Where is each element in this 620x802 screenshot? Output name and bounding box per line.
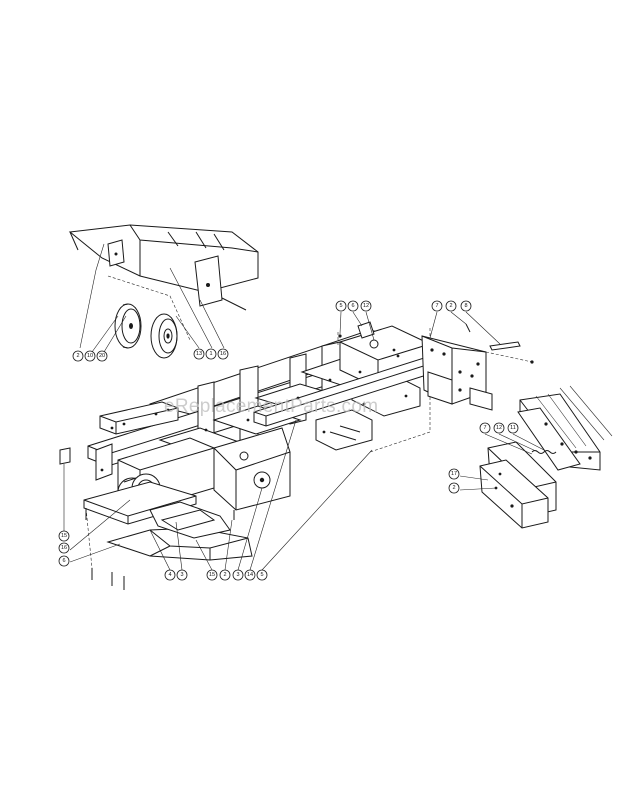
callout-3b[interactable]: 3 [232,569,244,581]
svg-text:8: 8 [464,303,467,309]
svg-text:4: 4 [168,572,171,578]
svg-text:16: 16 [61,545,67,551]
callout-7[interactable]: 7 [431,300,443,312]
callout-5[interactable]: 5 [256,569,268,581]
svg-text:2: 2 [223,572,226,578]
callout-5[interactable]: 5 [335,300,347,312]
callout-7[interactable]: 7 [479,422,491,434]
callout-group-right-top: 7 2 8 [431,300,472,312]
svg-text:3: 3 [180,572,183,578]
right-top-bracket: 7 2 8 [421,300,534,411]
callout-12[interactable]: 12 [493,422,505,434]
svg-text:20: 20 [99,353,105,359]
callout-6[interactable]: 6 [58,555,70,567]
svg-text:5: 5 [339,303,342,309]
callout-4[interactable]: 4 [164,569,176,581]
svg-text:13: 13 [196,351,202,357]
svg-text:7: 7 [435,303,438,309]
callout-13[interactable]: 13 [193,348,205,360]
svg-text:14: 14 [247,572,253,578]
bottom-callouts: 4 3 15 2 3 14 5 [149,419,373,581]
svg-text:6: 6 [62,558,65,564]
svg-text:6: 6 [351,303,354,309]
inset-pulley-assembly: 2 10 20 13 1 16 [68,224,259,362]
callout-17[interactable]: 17 [448,468,460,480]
pulley-large [150,313,178,359]
callout-20[interactable]: 20 [96,350,108,362]
svg-text:2: 2 [452,485,455,491]
callout-16[interactable]: 16 [58,542,70,554]
svg-text:3: 3 [236,572,239,578]
svg-text:2: 2 [76,353,79,359]
svg-text:12: 12 [496,425,502,431]
callout-2[interactable]: 2 [219,569,231,581]
main-frame-assembly [59,321,437,590]
svg-text:15: 15 [209,572,215,578]
svg-text:12: 12 [363,303,369,309]
svg-text:17: 17 [451,471,457,477]
svg-text:16: 16 [220,351,226,357]
svg-text:2: 2 [449,303,452,309]
callout-15[interactable]: 15 [206,569,218,581]
callout-11[interactable]: 11 [507,422,519,434]
callout-2[interactable]: 2 [448,482,460,494]
callout-15[interactable]: 15 [58,530,70,542]
callout-12[interactable]: 12 [360,300,372,312]
callout-3[interactable]: 3 [176,569,188,581]
callout-16[interactable]: 16 [217,348,229,360]
callout-8[interactable]: 8 [460,300,472,312]
pulley-small [114,303,142,349]
right-lower-assembly: 7 12 11 17 2 [448,385,613,529]
svg-text:5: 5 [260,572,263,578]
callout-10[interactable]: 10 [84,350,96,362]
svg-text:15: 15 [61,533,67,539]
callout-2[interactable]: 2 [445,300,457,312]
callout-2[interactable]: 2 [72,350,84,362]
callout-group-inset: 2 10 20 13 1 16 [72,348,229,362]
callout-14[interactable]: 14 [244,569,256,581]
svg-text:7: 7 [483,425,486,431]
callout-6[interactable]: 6 [347,300,359,312]
watermark-text: eReplacementParts.com [164,396,378,417]
left-side-callouts: 15 16 6 [58,464,131,567]
svg-text:11: 11 [510,425,516,431]
center-top-callouts: 5 6 12 [335,300,375,341]
svg-text:1: 1 [209,351,212,357]
svg-text:10: 10 [87,353,93,359]
callout-1[interactable]: 1 [205,348,217,360]
